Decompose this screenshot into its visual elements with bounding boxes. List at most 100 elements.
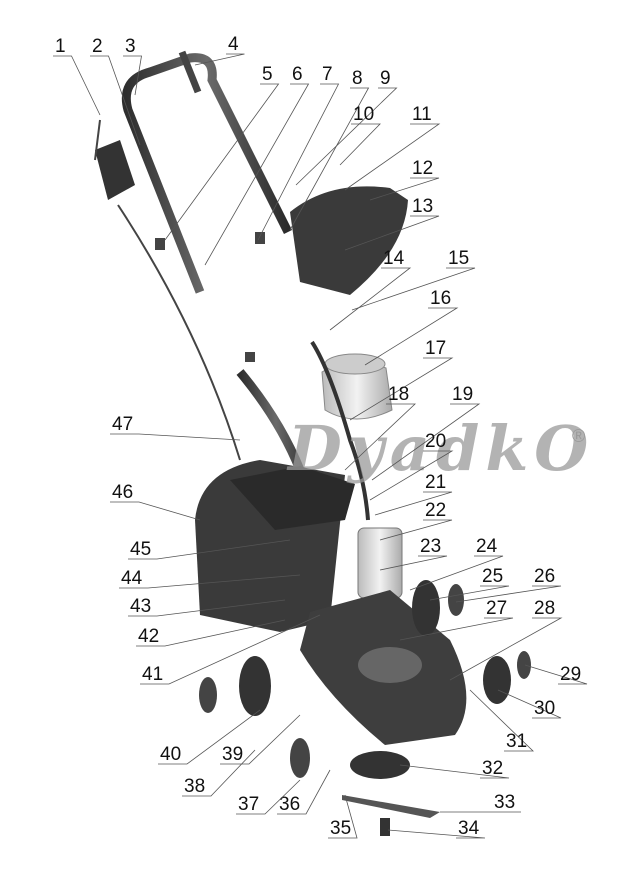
part-label-3: 3 [125,36,136,57]
handle-latch [178,50,202,94]
part-label-41: 41 [142,664,163,685]
part-label-29: 29 [560,664,581,685]
part-label-30: 30 [534,698,555,719]
part-label-16: 16 [430,288,451,309]
part-label-15: 15 [448,248,469,269]
part-label-22: 22 [425,500,446,521]
part-label-18: 18 [388,384,409,405]
leader-line-37 [236,779,301,815]
leader-line-11 [344,123,441,191]
rear-wheel-left [239,656,271,716]
part-label-40: 40 [160,744,181,765]
leader-line-22 [379,519,453,541]
leader-line-14 [329,267,412,331]
leader-line-41 [140,614,321,685]
part-label-25: 25 [482,566,503,587]
watermark-logo: DyadkO [286,412,594,485]
part-label-11: 11 [412,104,432,125]
leader-line-46 [110,501,201,521]
fan [350,751,410,779]
knob-left [155,238,165,250]
leader-line-35 [328,794,358,839]
leader-line-15 [351,267,476,311]
leader-line-18 [344,403,417,471]
leader-line-28 [449,617,563,681]
part-label-47: 47 [112,414,133,435]
part-label-31: 31 [506,731,527,752]
front-wheel-right [483,656,511,704]
leader-line-39 [220,714,301,765]
deck-opening [358,647,422,683]
part-label-21: 21 [425,472,446,493]
part-label-10: 10 [353,104,374,125]
leader-line-5 [164,83,280,241]
leader-line-43 [128,599,286,617]
leader-line-29 [524,664,588,685]
motor-cover [290,186,408,295]
switch-box [95,140,135,200]
leader-line-4 [194,53,245,66]
leader-line-38 [182,749,256,797]
leader-line-10 [339,123,381,166]
leader-line-1 [53,55,101,116]
parts-group [94,50,531,836]
part-label-42: 42 [138,626,159,647]
part-label-17: 17 [425,338,446,359]
front-wheel-cap-right [517,651,531,679]
leader-line-31 [469,689,534,752]
part-label-23: 23 [420,536,441,557]
part-label-9: 9 [380,68,391,89]
leader-line-7 [257,83,340,241]
leader-line-2 [90,55,141,146]
motor [357,527,403,599]
rear-wheel-cap-left [199,677,217,713]
leader-line-13 [344,215,440,251]
knob-right [255,232,265,244]
part-label-7: 7 [322,64,333,85]
leader-line-42 [136,619,286,647]
leader-line-12 [369,177,440,201]
leader-line-20 [369,450,454,501]
motor-housing-top [324,353,386,375]
part-label-44: 44 [121,568,143,589]
leader-line-40 [158,709,261,765]
blade-bolt [380,818,390,836]
part-label-27: 27 [486,598,507,619]
part-label-13: 13 [412,196,433,217]
part-label-32: 32 [482,758,503,779]
part-label-4: 4 [228,34,239,55]
leader-line-34 [387,829,486,839]
part-label-14: 14 [383,248,405,269]
leader-line-45 [128,539,291,560]
part-label-26: 26 [534,566,555,587]
leader-line-44 [119,574,301,589]
part-label-36: 36 [279,794,300,815]
leader-line-9 [295,87,398,186]
leader-line-25 [429,585,510,601]
part-label-5: 5 [262,64,273,85]
rear-wheel-right [412,580,440,636]
leader-line-6 [204,83,310,266]
handle-cable [94,119,241,461]
leader-line-30 [497,689,562,719]
part-label-6: 6 [292,64,303,85]
motor-cable [310,340,370,521]
part-label-46: 46 [112,482,133,503]
part-label-34: 34 [458,818,480,839]
leader-line-19 [371,403,481,481]
leader-line-3 [123,55,142,96]
rear-wheel-cap-right [448,584,464,616]
part-label-37: 37 [238,794,259,815]
part-label-39: 39 [222,744,243,765]
part-label-2: 2 [92,36,103,57]
grass-box-lid [230,466,355,530]
upper-handle [121,53,293,294]
part-label-43: 43 [130,596,151,617]
knob-small [245,352,255,362]
leader-line-17 [349,357,454,421]
registered-mark: ® [572,426,585,446]
part-label-1: 1 [55,36,66,57]
